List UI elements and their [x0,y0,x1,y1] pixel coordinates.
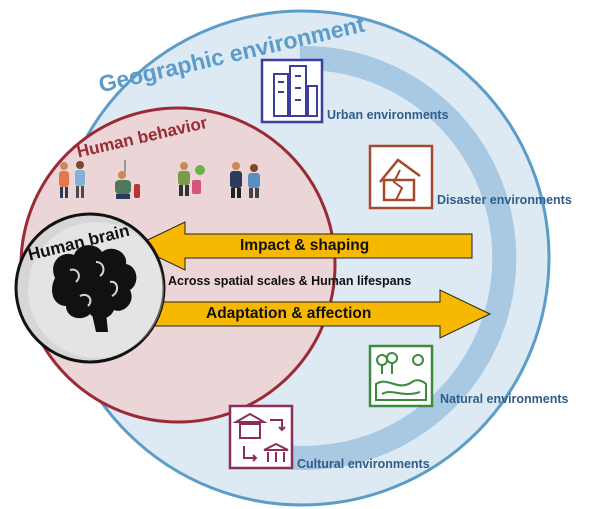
cultural-temple-icon [228,404,294,470]
disaster-environments-label: Disaster environments [437,193,572,207]
impact-arrow [133,221,473,271]
natural-environments-label: Natural environments [440,392,569,406]
brain-icon [52,245,137,332]
urban-environments-label: Urban environments [327,108,449,122]
environment-band [267,45,517,470]
urban-building-icon [260,58,324,124]
impact-shaping-label: Impact & shaping [240,237,370,254]
across-scales-label: Across spatial scales & Human lifespans [168,274,412,288]
adaptation-affection-label: Adaptation & affection [206,305,372,322]
disaster-house-icon [368,144,434,210]
adaptation-arrow [149,289,492,339]
nature-landscape-icon [368,344,434,408]
cultural-environments-label: Cultural environments [297,457,430,471]
people-icon [59,160,260,199]
